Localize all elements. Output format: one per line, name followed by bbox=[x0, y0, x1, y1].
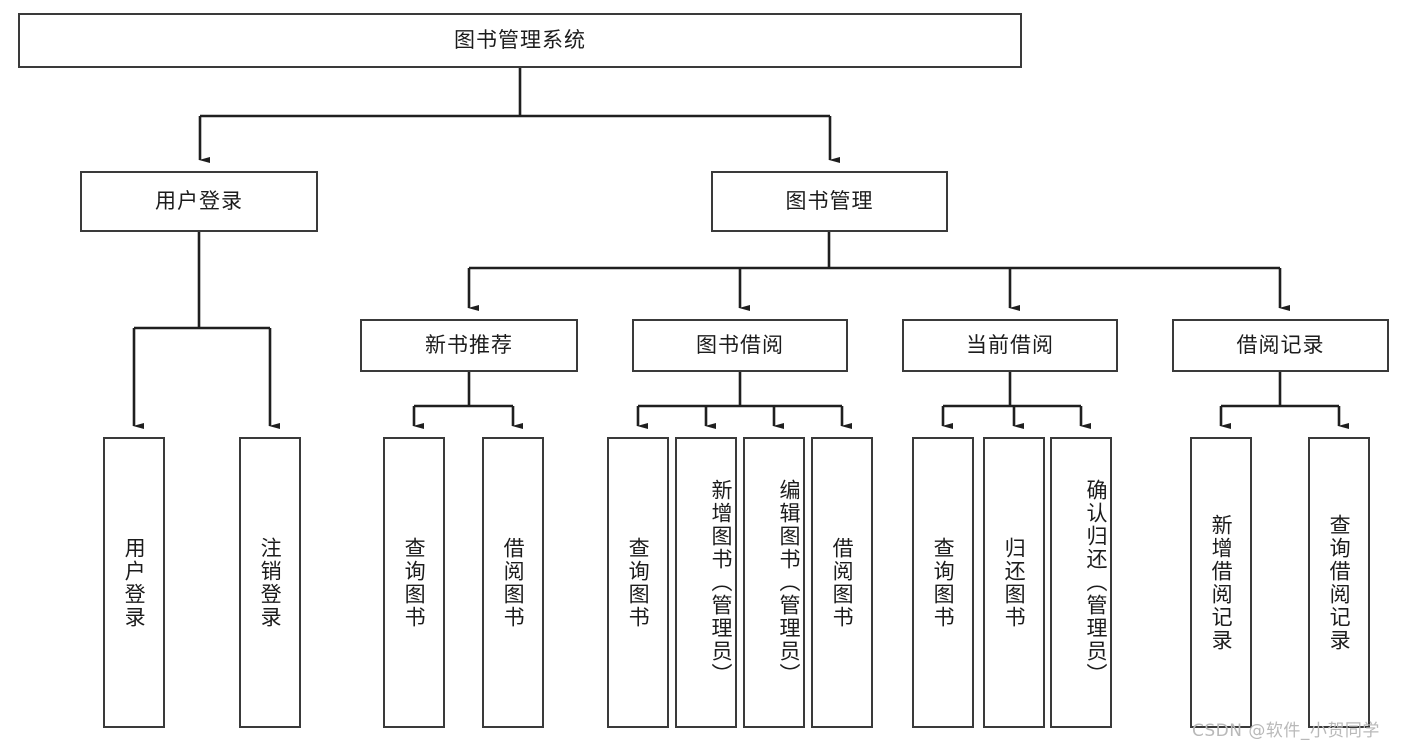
node-label: 编辑图书（管理员） bbox=[777, 479, 801, 686]
node-label: 新增借阅记录 bbox=[1209, 513, 1234, 652]
node-leaf-return-book[interactable]: 归还图书 bbox=[983, 437, 1045, 728]
edge-group-book-manage bbox=[467, 232, 1290, 311]
node-leaf-borrow-book-borrow[interactable]: 借阅图书 bbox=[811, 437, 873, 728]
node-leaf-add-borrow-record[interactable]: 新增借阅记录 bbox=[1190, 437, 1252, 728]
node-label: 新书推荐 bbox=[425, 332, 513, 357]
node-leaf-query-borrow-record[interactable]: 查询借阅记录 bbox=[1308, 437, 1370, 728]
node-label: 图书管理系统 bbox=[454, 27, 586, 52]
node-leaf-borrow-book-recommend[interactable]: 借阅图书 bbox=[482, 437, 544, 728]
csdn-watermark: CSDN @软件_小贺同学 bbox=[1192, 721, 1380, 741]
node-leaf-logout-login[interactable]: 注销登录 bbox=[239, 437, 301, 728]
edge-group-root bbox=[198, 68, 840, 163]
node-leaf-query-book-borrow[interactable]: 查询图书 bbox=[607, 437, 669, 728]
node-label: 查询图书 bbox=[626, 536, 651, 629]
node-leaf-confirm-return-admin[interactable]: 确认归还（管理员） bbox=[1050, 437, 1112, 728]
node-label: 借阅记录 bbox=[1236, 332, 1325, 357]
node-book-borrow[interactable]: 图书借阅 bbox=[632, 319, 848, 372]
node-label: 用户登录 bbox=[122, 536, 147, 629]
node-leaf-user-login[interactable]: 用户登录 bbox=[103, 437, 165, 728]
node-label: 借阅图书 bbox=[501, 536, 526, 629]
edge-group-current-borrow bbox=[941, 372, 1091, 429]
node-label: 新增图书（管理员） bbox=[709, 479, 733, 686]
node-user-login[interactable]: 用户登录 bbox=[80, 171, 318, 232]
node-label: 借阅图书 bbox=[830, 536, 855, 629]
node-label: 当前借阅 bbox=[966, 332, 1054, 357]
node-leaf-edit-book-admin[interactable]: 编辑图书（管理员） bbox=[743, 437, 805, 728]
node-leaf-add-book-admin[interactable]: 新增图书（管理员） bbox=[675, 437, 737, 728]
node-label: 图书借阅 bbox=[696, 332, 784, 357]
node-label: 注销登录 bbox=[258, 536, 283, 629]
edge-group-new-book-recommend bbox=[412, 372, 523, 429]
node-label: 用户登录 bbox=[155, 188, 243, 213]
node-label: 查询图书 bbox=[931, 536, 956, 629]
edge-group-book-borrow bbox=[636, 372, 852, 429]
node-label: 归还图书 bbox=[1002, 536, 1027, 629]
node-new-book-recommend[interactable]: 新书推荐 bbox=[360, 319, 578, 372]
node-current-borrow[interactable]: 当前借阅 bbox=[902, 319, 1118, 372]
node-label: 查询图书 bbox=[402, 536, 427, 629]
node-root-system[interactable]: 图书管理系统 bbox=[18, 13, 1022, 68]
node-label: 查询借阅记录 bbox=[1327, 513, 1352, 652]
node-leaf-query-book-current[interactable]: 查询图书 bbox=[912, 437, 974, 728]
node-leaf-query-book-recommend[interactable]: 查询图书 bbox=[383, 437, 445, 728]
node-label: 确认归还（管理员） bbox=[1084, 479, 1108, 686]
edge-group-user-login bbox=[132, 232, 280, 429]
node-label: 图书管理 bbox=[785, 188, 874, 213]
node-borrow-record[interactable]: 借阅记录 bbox=[1172, 319, 1389, 372]
edge-group-borrow-record bbox=[1219, 372, 1349, 429]
node-book-manage[interactable]: 图书管理 bbox=[711, 171, 948, 232]
